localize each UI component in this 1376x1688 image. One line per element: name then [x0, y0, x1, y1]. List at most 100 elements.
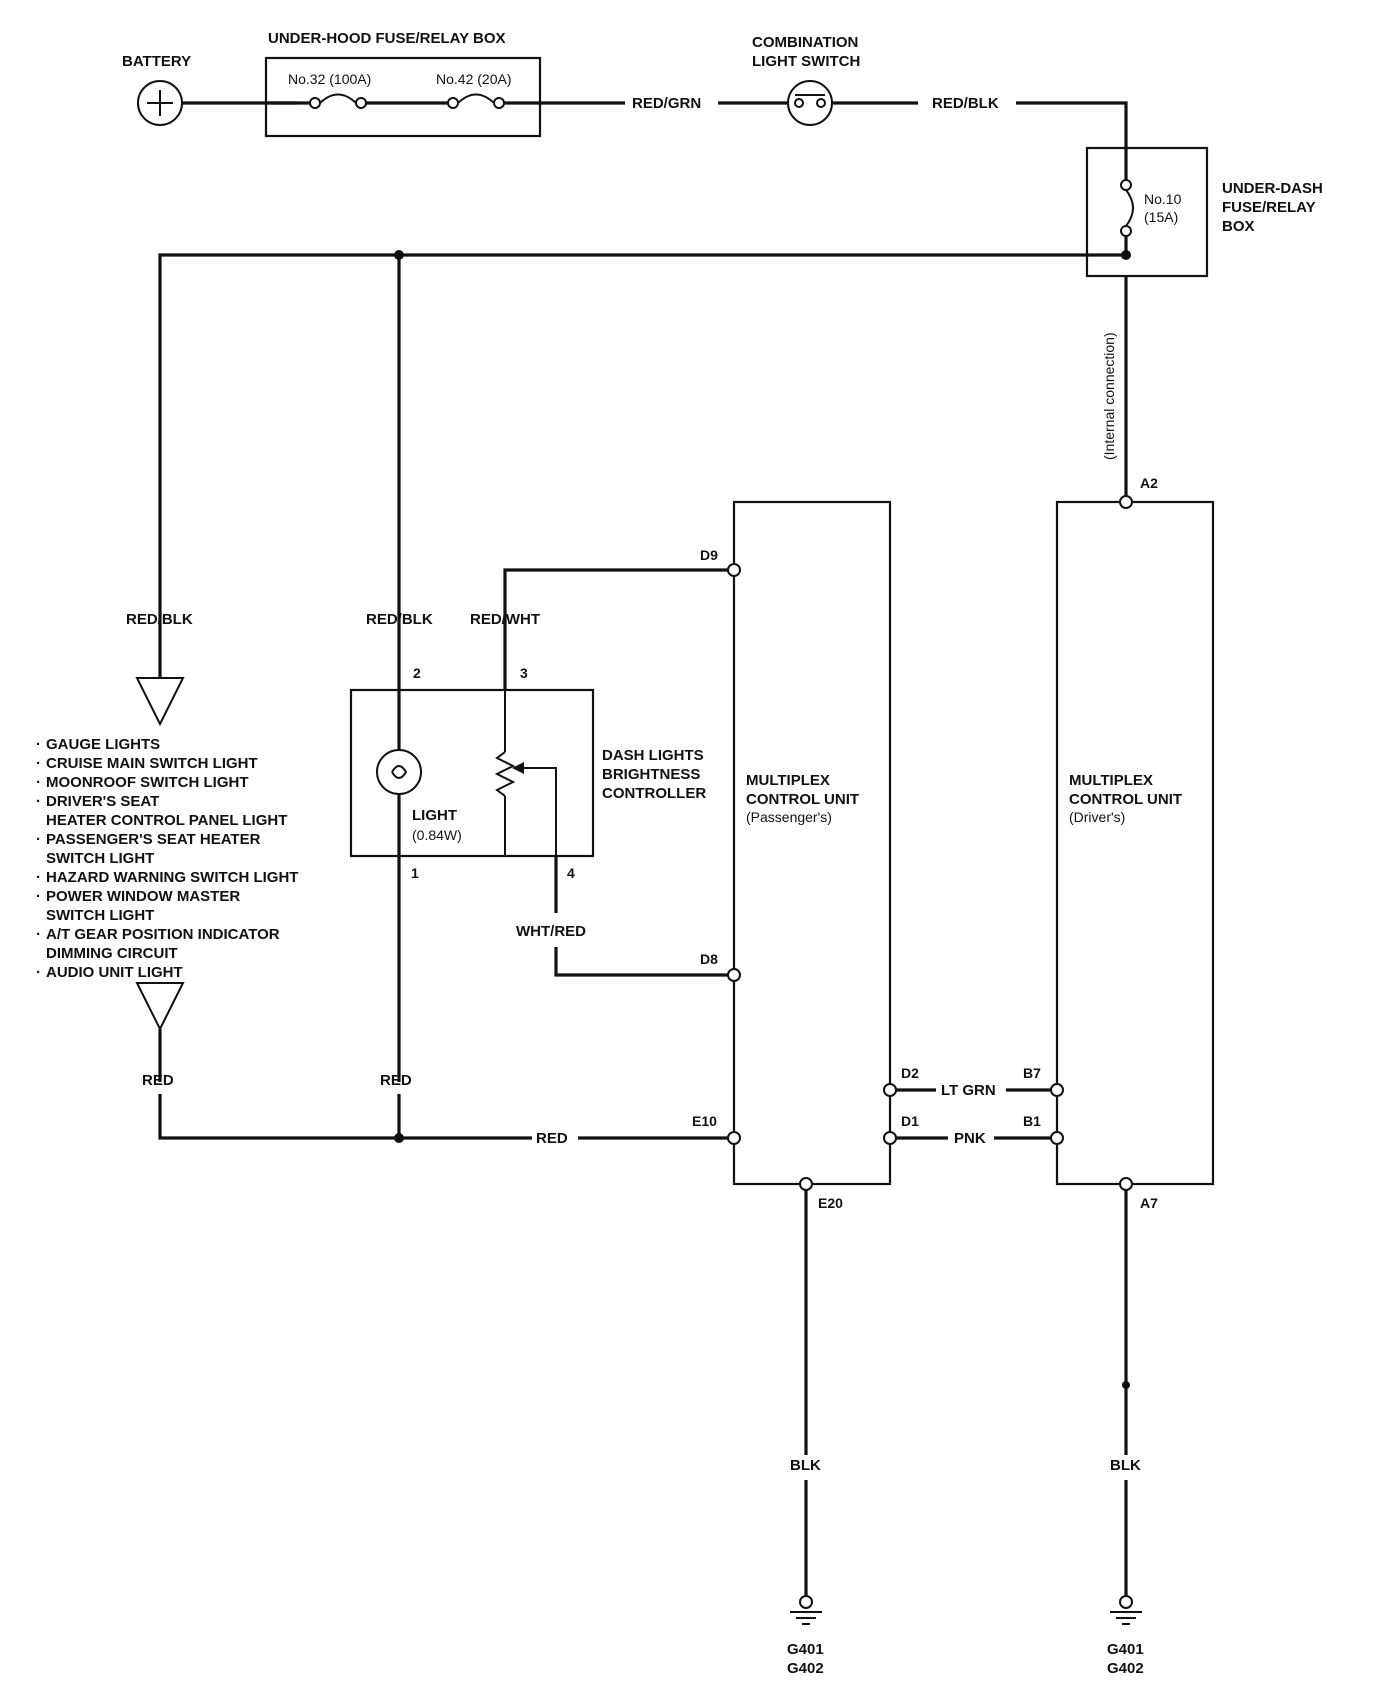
fuse-42-label: No.42 (20A) — [436, 71, 511, 87]
battery-label: BATTERY — [122, 53, 191, 70]
pin-d9-label: D9 — [700, 547, 718, 563]
pin-b7-label: B7 — [1023, 1065, 1041, 1081]
terminal-b7 — [1050, 1083, 1064, 1097]
pin-d1-label: D1 — [901, 1113, 919, 1129]
wht-red-wire-lower — [554, 947, 734, 977]
mcu-passenger-label-1: MULTIPLEX — [746, 772, 830, 789]
load-item: DIMMING CIRCUIT — [46, 945, 178, 962]
pin-b1-label: B1 — [1023, 1113, 1041, 1129]
red-mid-wire-label: RED — [380, 1072, 412, 1089]
load-item: SWITCH LIGHT — [46, 850, 154, 867]
pin-3-label: 3 — [520, 665, 528, 681]
dash-controller-label-2: BRIGHTNESS — [602, 766, 700, 783]
light-label-1: LIGHT — [412, 807, 457, 824]
fuse-10-label-1: No.10 — [1144, 191, 1182, 207]
load-item: PASSENGER'S SEAT HEATER — [46, 831, 261, 848]
load-item: A/T GEAR POSITION INDICATOR — [46, 926, 280, 943]
fuse-32-label: No.32 (100A) — [288, 71, 371, 87]
pin-a7-label: A7 — [1140, 1195, 1158, 1211]
red-left-wire-lower — [158, 1094, 399, 1140]
underdash-box-label-1: UNDER-DASH — [1222, 180, 1323, 197]
mcu-passenger-box — [732, 500, 892, 1186]
load-item: MOONROOF SWITCH LIGHT — [46, 774, 248, 791]
red-blk-top-wire-label: RED/BLK — [932, 95, 999, 112]
dash-controller-label-3: CONTROLLER — [602, 785, 706, 802]
load-item: HAZARD WARNING SWITCH LIGHT — [46, 869, 298, 886]
ground-pass-label-1: G401 — [787, 1641, 824, 1658]
load-bullet: · — [36, 926, 41, 943]
combination-light-switch-symbol — [787, 80, 833, 126]
pin-d2-label: D2 — [901, 1065, 919, 1081]
light-label-2: (0.84W) — [412, 827, 462, 843]
blk-drv-wire-label: BLK — [1110, 1457, 1141, 1474]
loads-list: ·GAUGE LIGHTS·CRUISE MAIN SWITCH LIGHT·M… — [36, 736, 298, 981]
rheostat-symbol — [494, 751, 516, 797]
load-bullet: · — [36, 755, 41, 772]
mcu-driver-label-1: MULTIPLEX — [1069, 772, 1153, 789]
red-blk-mid-wire-label: RED/BLK — [366, 611, 433, 628]
mcu-driver-label-2: CONTROL UNIT — [1069, 791, 1182, 808]
terminal-d2 — [883, 1083, 897, 1097]
red-grn-wire-label: RED/GRN — [632, 95, 701, 112]
load-bullet: · — [36, 831, 41, 848]
fuse-10-label-2: (15A) — [1144, 209, 1178, 225]
load-bullet: · — [36, 736, 41, 753]
dash-lights-controller-box — [349, 688, 595, 858]
underhood-box-label: UNDER-HOOD FUSE/RELAY BOX — [268, 30, 506, 47]
load-bullet: · — [36, 793, 41, 810]
mcu-driver-label-3: (Driver's) — [1069, 809, 1125, 825]
pnk-wire-label: PNK — [954, 1130, 986, 1147]
load-bullet: · — [36, 964, 41, 981]
rheostat-wiper-arrow — [512, 762, 524, 774]
terminal-d1 — [883, 1131, 897, 1145]
load-bullet: · — [36, 774, 41, 791]
terminal-d8 — [727, 968, 741, 982]
mcu-driver-box — [1055, 500, 1215, 1186]
load-item: AUDIO UNIT LIGHT — [46, 964, 183, 981]
fuse-32-symbol — [266, 93, 367, 109]
terminal-d9 — [727, 563, 741, 577]
ground-passenger-icon — [790, 1595, 822, 1625]
underhood-fuse-box — [264, 56, 542, 138]
mcu-passenger-label-3: (Passenger's) — [746, 809, 832, 825]
load-connector-top — [135, 677, 185, 727]
load-connector-bottom — [135, 982, 185, 1032]
pin-e10-label: E10 — [692, 1113, 717, 1129]
load-item: DRIVER'S SEAT — [46, 793, 159, 810]
ground-drv-label-2: G402 — [1107, 1660, 1144, 1677]
mcu-passenger-label-2: CONTROL UNIT — [746, 791, 859, 808]
lt-grn-wire-label: LT GRN — [941, 1082, 996, 1099]
load-bullet: · — [36, 869, 41, 886]
battery-symbol — [137, 80, 183, 126]
light-bulb-icon — [376, 749, 422, 795]
terminal-b1 — [1050, 1131, 1064, 1145]
blk-pass-wire-label: BLK — [790, 1457, 821, 1474]
terminal-a7 — [1119, 1177, 1133, 1191]
terminal-a2 — [1119, 495, 1133, 509]
wht-red-wire-label: WHT/RED — [516, 923, 586, 940]
pin-4-label: 4 — [567, 865, 575, 881]
load-item: POWER WINDOW MASTER — [46, 888, 240, 905]
pin-1-label: 1 — [411, 865, 419, 881]
rheostat-wiper — [518, 767, 557, 856]
junction-fuse10 — [1121, 250, 1131, 260]
pin-a2-label: A2 — [1140, 475, 1158, 491]
dash-controller-label-1: DASH LIGHTS — [602, 747, 704, 764]
ground-pass-label-2: G402 — [787, 1660, 824, 1677]
red-wht-wire — [503, 568, 734, 690]
underdash-fuse-box — [1085, 146, 1209, 278]
ground-driver-icon — [1110, 1595, 1142, 1625]
pin-d8-label: D8 — [700, 951, 718, 967]
red-blk-bus-wire — [158, 253, 1126, 678]
underdash-box-label-3: BOX — [1222, 218, 1255, 235]
load-item: SWITCH LIGHT — [46, 907, 154, 924]
load-bullet: · — [36, 888, 41, 905]
load-item: CRUISE MAIN SWITCH LIGHT — [46, 755, 258, 772]
internal-connection-label: (Internal connection) — [1101, 332, 1117, 460]
underdash-box-label-2: FUSE/RELAY — [1222, 199, 1316, 216]
pin-2-label: 2 — [413, 665, 421, 681]
ground-drv-label-1: G401 — [1107, 1641, 1144, 1658]
combo-switch-label-2: LIGHT SWITCH — [752, 53, 860, 70]
fuse-10-symbol — [1120, 179, 1134, 237]
